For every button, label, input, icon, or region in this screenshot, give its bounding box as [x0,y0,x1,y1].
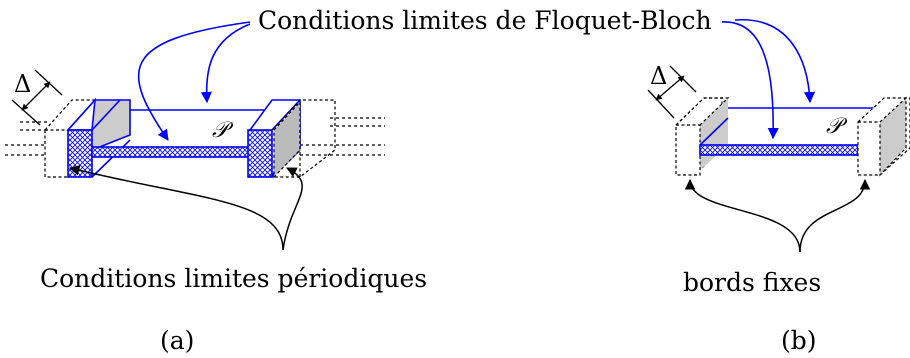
fixed-arrows-b [684,178,871,253]
right-block-side [273,100,301,179]
floquet-arrows-a [137,21,251,141]
periodic-conditions-label: Conditions limites périodiques [40,264,428,293]
periodic-arrows-a [68,165,303,251]
periodic-extension-right [300,117,385,156]
panel-b-structure [647,19,910,253]
period-symbol-a: 𝒫 [212,118,234,143]
right-ghost-block [271,99,336,178]
fixed-edges-label: bords fixes [683,268,822,297]
left-fixed-block [675,97,730,176]
left-ghost-block [44,99,95,178]
floquet-bloch-label: Conditions limites de Floquet-Bloch [258,6,712,35]
delta-symbol-b: Δ [650,62,667,90]
periodic-extension-left [5,121,50,156]
left-end-block [66,97,131,178]
beam-strip [91,146,251,158]
delta-symbol-a: Δ [14,70,31,98]
floquet-arrows-b [721,19,816,140]
panel-a-label: (a) [160,326,195,355]
panel-a-structure [5,21,385,251]
panel-b-label: (b) [781,326,817,355]
delta-dimension-a [11,69,63,126]
period-symbol-b: 𝒫 [826,114,848,139]
beam-strip-b [699,144,859,156]
right-fixed-block [857,96,910,177]
delta-dimension-b [647,65,697,119]
